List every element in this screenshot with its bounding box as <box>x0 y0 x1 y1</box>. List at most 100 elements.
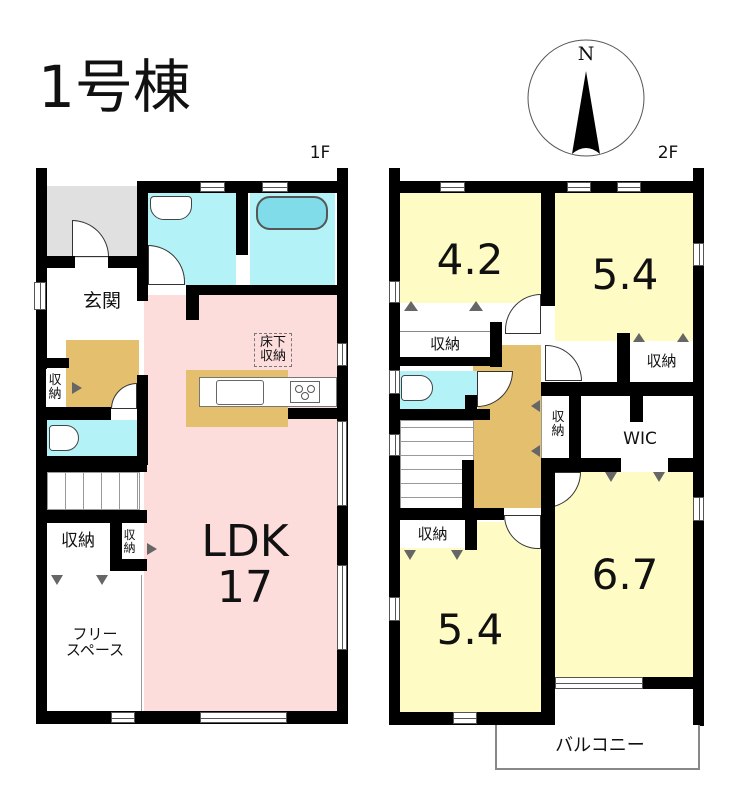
room-label-bedroom-5-4-south: 5.4 <box>436 604 504 654</box>
wall <box>541 472 555 725</box>
room-entrance <box>47 268 139 340</box>
room-label-storage-b: 収 納 <box>122 525 137 559</box>
compass-north-label: N <box>577 43 595 66</box>
room-bedroom-6-7 <box>555 472 693 677</box>
room-label-bedroom-5-4-north: 5.4 <box>591 249 659 299</box>
wall <box>47 407 111 420</box>
room-bedroom-5-4-north <box>555 193 693 341</box>
room-hall-2f <box>473 345 541 508</box>
room-ldk <box>144 295 337 711</box>
room-label-storage-a: 収納 <box>47 525 109 559</box>
room-label-storage-hall: 収 納 <box>551 410 565 439</box>
wall <box>643 677 704 689</box>
building-title: 1号棟 <box>38 52 191 121</box>
toilet-icon <box>401 375 433 401</box>
window <box>337 565 347 650</box>
wall <box>541 458 621 472</box>
wall <box>47 510 147 523</box>
window <box>389 281 400 303</box>
wall <box>186 285 348 295</box>
stairs-1f <box>47 472 140 510</box>
bedroom-5-4-north-door[interactable] <box>545 345 582 381</box>
storage-door-marker <box>72 382 82 394</box>
room-label-balcony: バルコニー <box>555 734 645 756</box>
window <box>200 712 287 723</box>
room-label-underfloor-storage: 床下 収納 <box>254 333 292 367</box>
storage-door-marker <box>531 445 540 457</box>
window <box>567 182 591 192</box>
room-label-ldk: LDK 17 <box>201 515 289 613</box>
storage-door-marker <box>404 550 416 560</box>
window <box>389 434 400 456</box>
storage-door-marker <box>469 301 483 311</box>
window <box>337 343 347 366</box>
floor-plan-1f: 玄関 収 納 床下 収納 LDK 17 収納 収 納 フリー スペース <box>34 168 348 724</box>
window <box>262 182 288 192</box>
wall <box>465 520 477 550</box>
storage-door-marker <box>147 543 157 555</box>
window <box>111 712 135 723</box>
wall <box>630 396 643 422</box>
window <box>617 182 641 192</box>
floor-label-1f: 1F <box>309 143 331 164</box>
wall <box>462 460 474 512</box>
room-free-space <box>47 575 142 711</box>
storage-door-marker <box>633 333 645 342</box>
wall <box>693 676 704 726</box>
window <box>555 677 643 689</box>
room-label-entrance-storage: 収 納 <box>46 369 64 407</box>
wall <box>236 193 248 255</box>
hall-storage-partition <box>541 396 569 458</box>
wall <box>137 375 148 465</box>
storage-door-marker <box>51 575 63 585</box>
window <box>389 370 400 394</box>
floor-label-2f: 2F <box>657 143 679 164</box>
storage-door-marker <box>531 400 540 412</box>
kitchen-sink-icon <box>216 380 264 405</box>
compass-icon <box>527 39 645 157</box>
wall <box>569 396 581 458</box>
balcony <box>495 725 700 770</box>
window <box>453 712 477 724</box>
window <box>440 182 465 192</box>
room-label-storage-4-2: 収納 <box>400 331 490 357</box>
room-label-free-space: フリー スペース <box>65 625 125 659</box>
window <box>34 282 46 310</box>
wall <box>137 181 348 193</box>
storage-door-marker <box>451 550 463 560</box>
room-label-storage-5-4-north: 収納 <box>630 342 693 382</box>
wall <box>668 458 704 472</box>
kitchen-wall <box>288 408 343 419</box>
room-bedroom-4-2 <box>400 193 541 303</box>
window <box>200 182 225 192</box>
wall <box>541 382 704 396</box>
wall <box>137 181 148 301</box>
wall <box>47 256 75 268</box>
storage-door-marker <box>677 333 689 342</box>
room-label-entrance: 玄関 <box>82 290 121 313</box>
wall <box>108 256 137 268</box>
wall <box>47 358 69 368</box>
wall <box>465 395 477 420</box>
window <box>693 497 704 521</box>
wall <box>400 508 504 520</box>
bathtub-icon <box>256 196 328 230</box>
window <box>389 597 400 621</box>
wall <box>490 322 502 367</box>
storage-door-marker <box>96 575 108 585</box>
window <box>693 243 704 266</box>
washbasin-icon <box>150 196 192 220</box>
wall <box>693 168 704 676</box>
cooktop-icon <box>290 381 320 403</box>
wall <box>47 456 147 472</box>
wall <box>36 168 47 724</box>
wall <box>400 356 490 366</box>
wall <box>617 333 630 383</box>
room-label-bedroom-6-7: 6.7 <box>591 549 659 599</box>
room-label-bedroom-4-2: 4.2 <box>436 234 504 284</box>
room-bedroom-5-4-south <box>400 522 541 712</box>
window <box>337 421 347 506</box>
stairs-2f <box>400 420 474 512</box>
room-label-wic: WIC <box>623 429 657 450</box>
toilet-icon <box>49 425 79 451</box>
